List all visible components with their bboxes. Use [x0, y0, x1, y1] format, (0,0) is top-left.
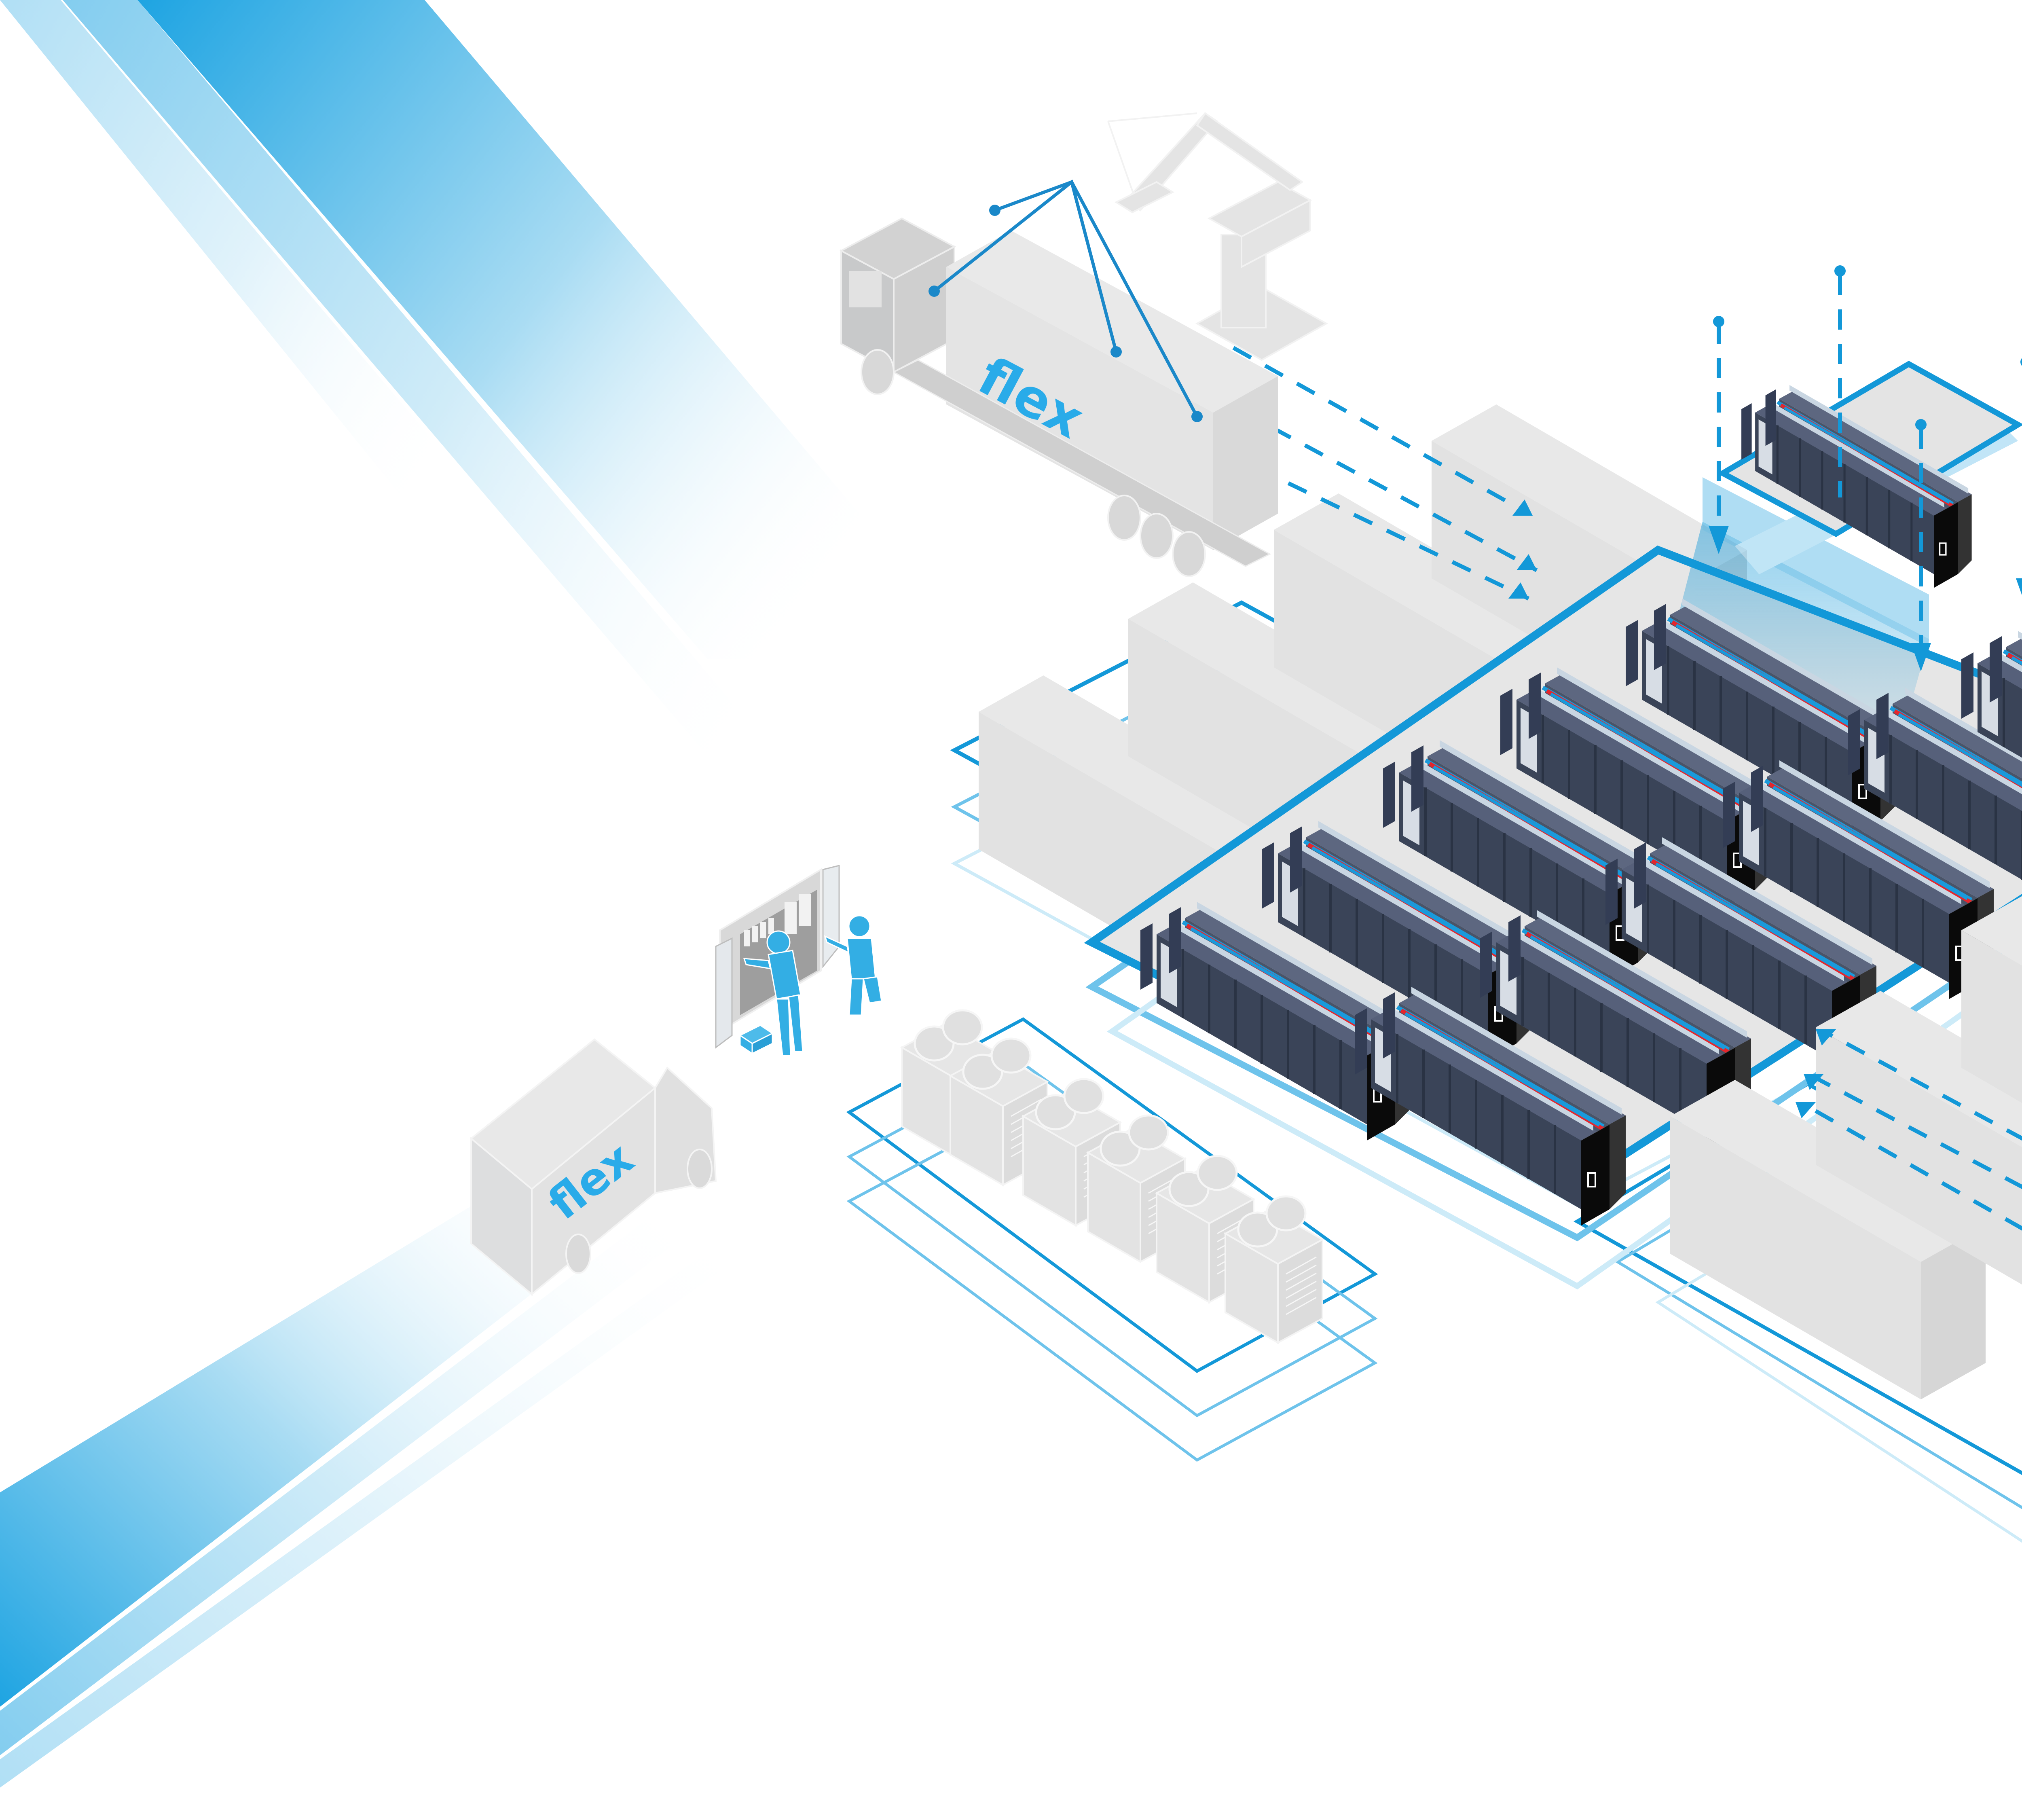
toolbox: [739, 1024, 774, 1055]
delivery-arrows-bottom: [1802, 1029, 2022, 1231]
drop-lines: [1717, 275, 1923, 647]
rigging-points-top: [929, 205, 1203, 422]
truck-top-left: flex: [840, 218, 1279, 577]
corner-beam-top-left: [0, 0, 983, 870]
delivery-arrowheads-bottom: [1796, 1029, 1836, 1118]
worker-standing: [743, 930, 804, 1056]
van-left: flex: [470, 1038, 717, 1296]
drop-line-markers: [1709, 265, 2022, 671]
worker-kneeling: [824, 915, 882, 1016]
delivery-arrowheads-top: [1508, 499, 1537, 599]
truck-rigging-top: [933, 179, 1199, 417]
corner-beam-bottom-left: [0, 1173, 829, 1788]
floating-module: [1717, 360, 2022, 588]
